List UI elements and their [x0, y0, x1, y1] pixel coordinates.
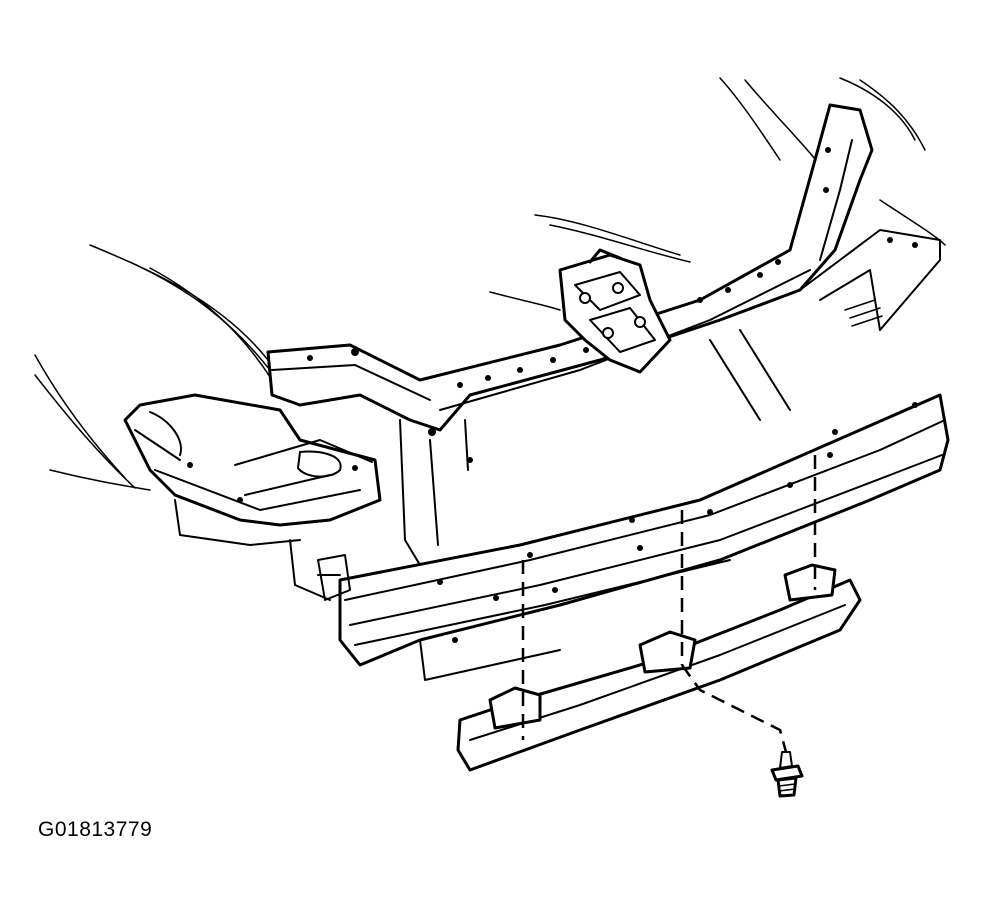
center-support	[399, 419, 473, 566]
push-pin-fastener	[770, 751, 804, 798]
hood-latch-assembly	[558, 248, 672, 374]
figure-id-label: G01813779	[38, 818, 153, 841]
left-fender-outline	[34, 244, 273, 491]
left-frame-rail	[123, 393, 382, 601]
alignment-lines	[521, 455, 817, 753]
right-body-outline	[489, 77, 946, 311]
right-frame-rail	[709, 229, 941, 421]
bumper-impact-bar	[317, 393, 950, 681]
energy-absorber	[456, 563, 862, 772]
